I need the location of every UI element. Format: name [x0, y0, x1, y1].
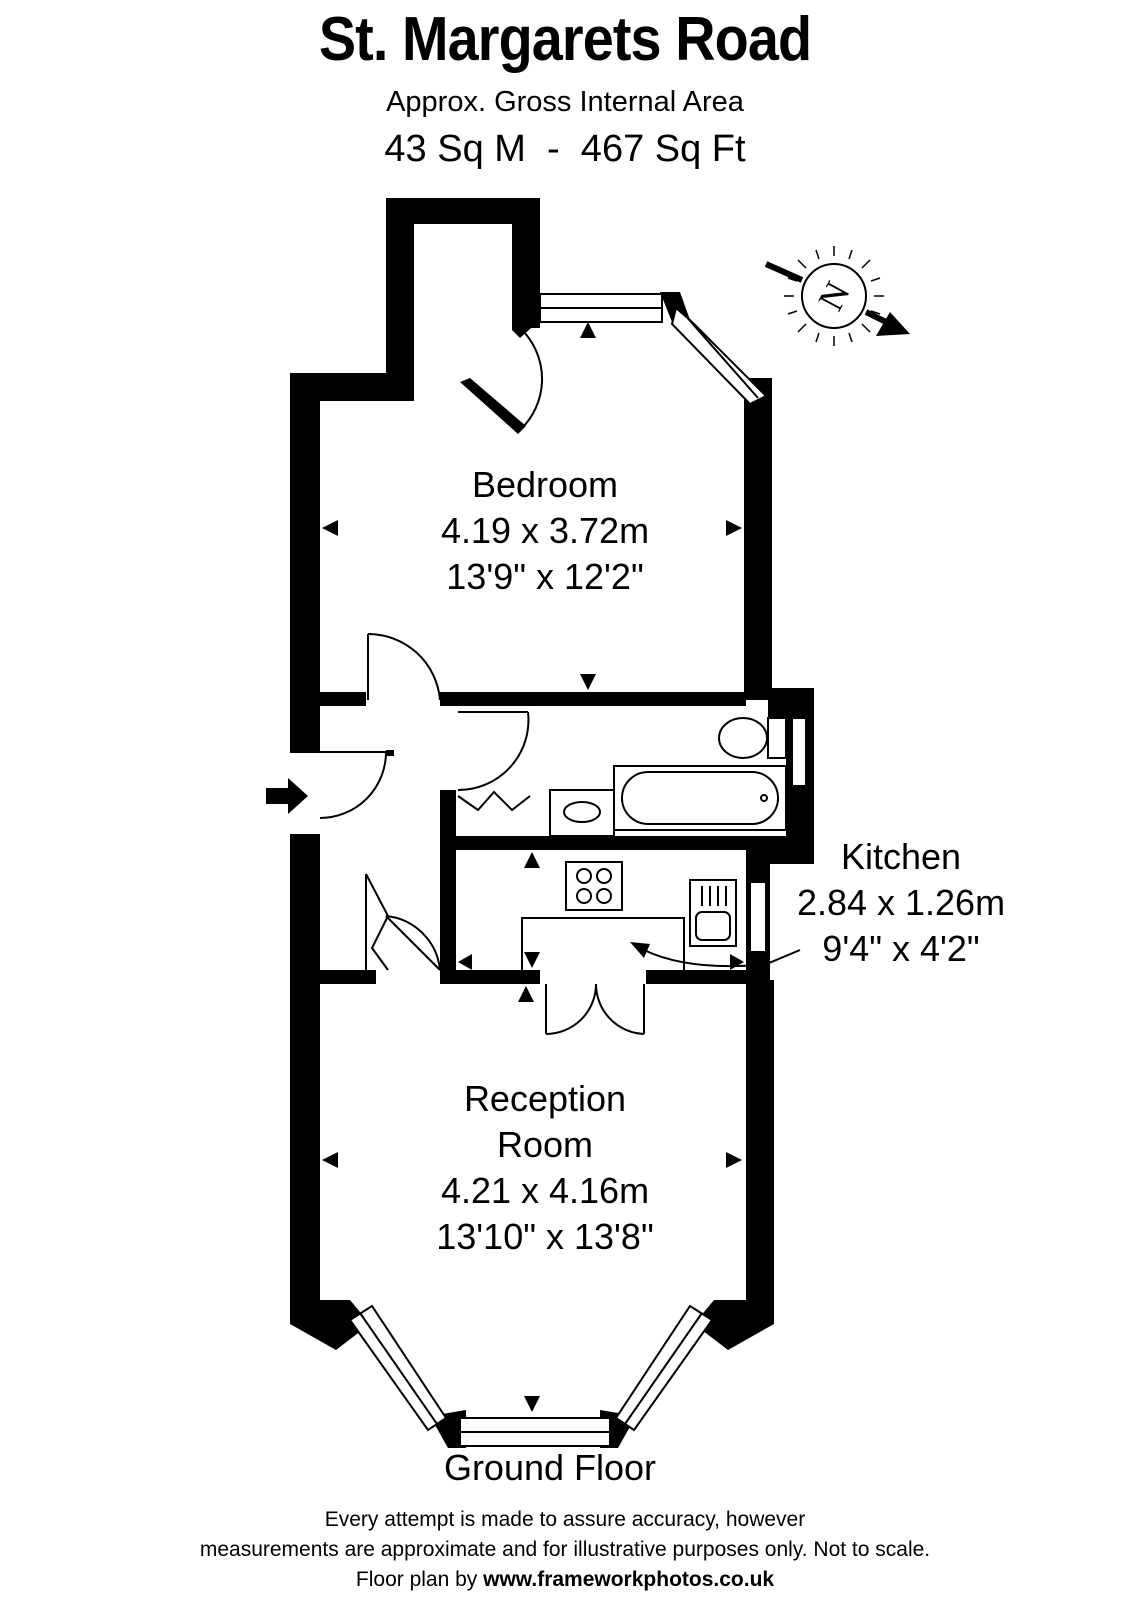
compass-icon: N	[764, 246, 910, 346]
disclaimer-line1: Every attempt is made to assure accuracy…	[324, 1508, 806, 1531]
kitchen-name: Kitchen	[840, 836, 962, 877]
disclaimer-line3: Floor plan by www.frameworkphotos.co.uk	[0, 1568, 1130, 1592]
bedroom-label: Bedroom 4.19 x 3.72m 13'9" x 12'2"	[400, 462, 690, 600]
kitchen-leader-line	[761, 949, 801, 967]
hob-icon	[565, 861, 623, 911]
bedroom-name: Bedroom	[471, 464, 619, 505]
internal-walls	[320, 692, 746, 984]
windows	[348, 293, 807, 1447]
credit-prefix: Floor plan by	[355, 1568, 484, 1591]
door-swings	[319, 327, 645, 1035]
area-value: 43 Sq M - 467 Sq Ft	[384, 128, 746, 170]
toilet-cistern	[767, 717, 787, 759]
reception-metric: 4.21 x 4.16m	[440, 1170, 650, 1211]
kitchen-pointer-line	[643, 949, 771, 968]
entrance-arrow-icon	[266, 778, 308, 814]
kitchen-fixtures	[521, 861, 737, 970]
kitchen-metric: 2.84 x 1.26m	[796, 882, 1006, 923]
toilet-icon	[718, 717, 768, 759]
bedroom-metric: 4.19 x 3.72m	[440, 510, 650, 551]
reception-imperial: 13'10" x 13'8"	[436, 1216, 654, 1257]
kitchen-label: Kitchen 2.84 x 1.26m 9'4" x 4'2"	[776, 834, 1026, 972]
kitchen-imperial: 9'4" x 4'2"	[822, 928, 980, 969]
area-caption: Approx. Gross Internal Area	[386, 86, 744, 118]
reception-label: Reception Room 4.21 x 4.16m 13'10" x 13'…	[390, 1076, 700, 1260]
reception-name-line2: Room	[496, 1124, 594, 1165]
reception-name-line1: Reception	[463, 1078, 627, 1119]
dimension-arrows	[322, 322, 744, 1412]
basin-icon	[563, 801, 601, 823]
bathroom-fixtures	[549, 717, 787, 837]
disclaimer-line2: measurements are approximate and for ill…	[199, 1538, 931, 1561]
plan-title: St. Margarets Road	[318, 5, 812, 74]
website-link[interactable]: www.frameworkphotos.co.uk	[483, 1568, 775, 1591]
floor-label: Ground Floor	[443, 1447, 657, 1488]
bedroom-imperial: 13'9" x 12'2"	[446, 556, 644, 597]
outer-walls	[290, 198, 814, 1448]
